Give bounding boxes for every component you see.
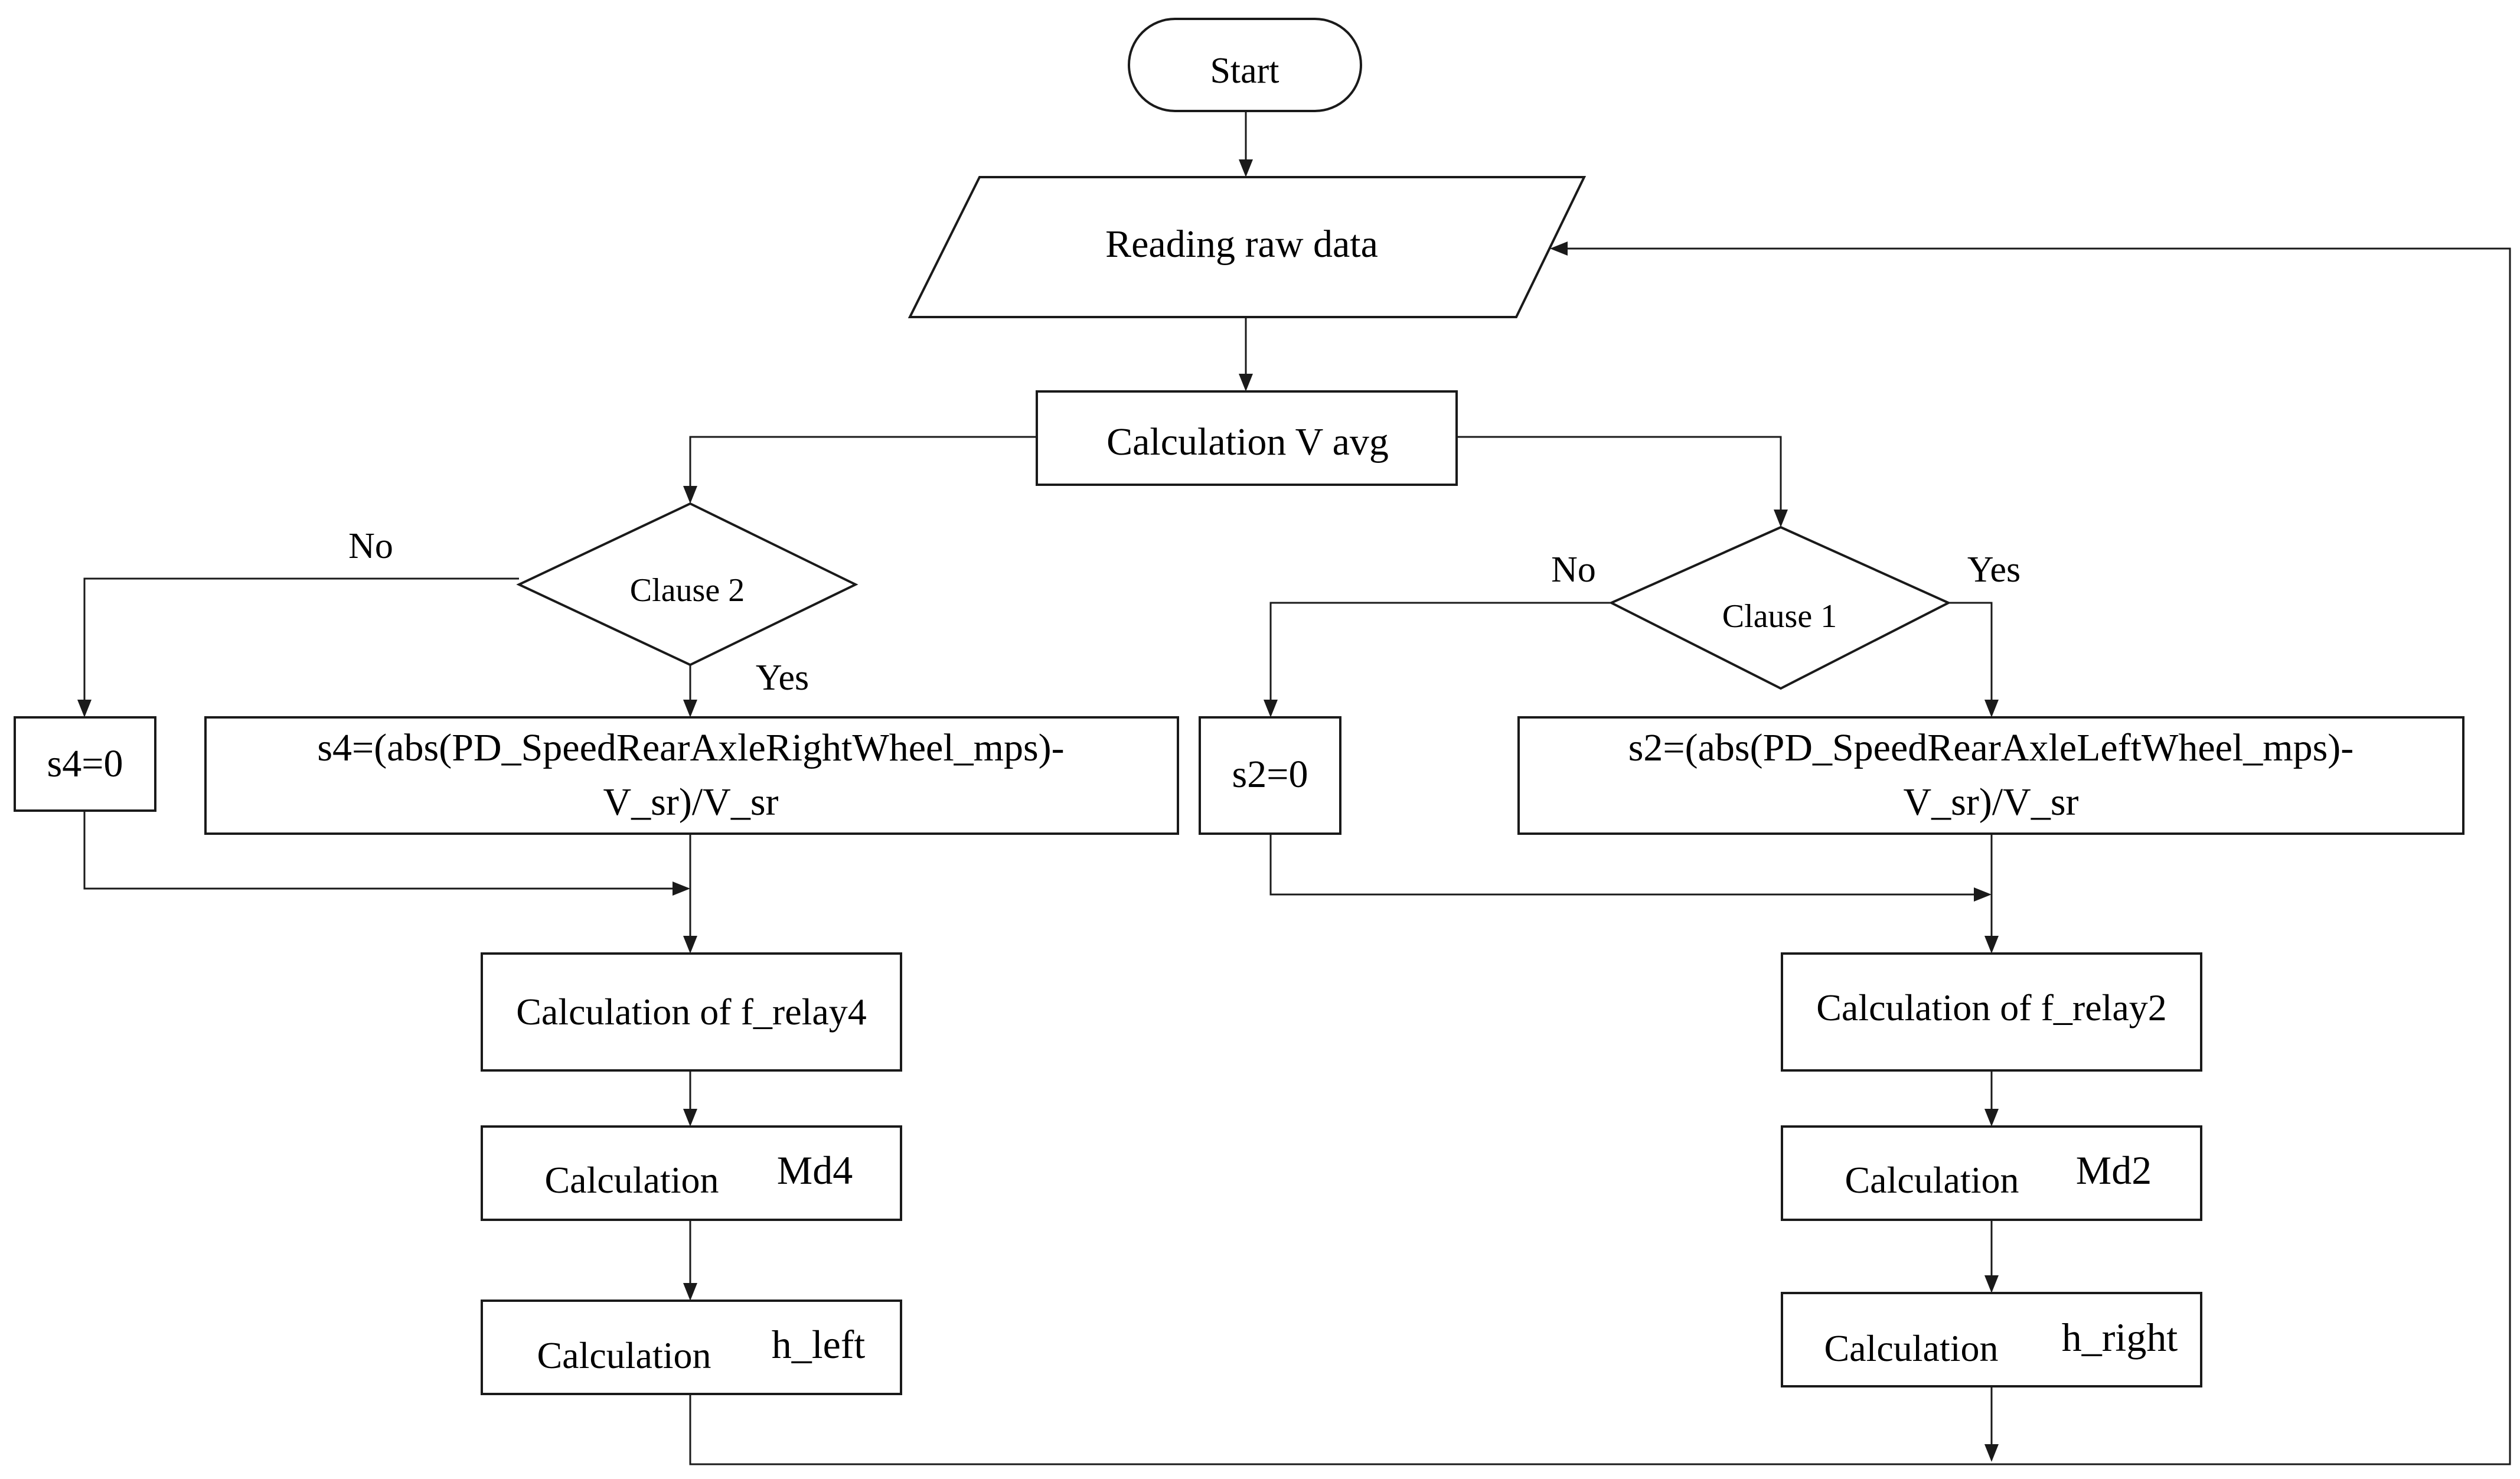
arrow-clause1-no [1269, 602, 1611, 702]
s2-formula-line2: V_sr)/V_sr [1904, 781, 2079, 824]
f-relay2-label: Calculation of f_relay2 [1816, 987, 2167, 1029]
clause2-label: Clause 2 [630, 572, 745, 609]
md4-value-label: Md4 [777, 1148, 853, 1193]
s4-formula-box [204, 716, 1179, 835]
arrow-vavg-to-clause1 [1457, 436, 1782, 512]
clause1-yes-label: Yes [1967, 550, 2020, 590]
start-label: Start [1210, 51, 1279, 91]
arrowhead [1239, 159, 1253, 177]
clause2-no-label: No [348, 526, 393, 566]
arrowhead [683, 1283, 697, 1301]
hleft-calc-label: Calculation [537, 1334, 711, 1376]
arrow-s2-zero-merge [1269, 834, 1976, 896]
md4-calc-label: Calculation [544, 1159, 719, 1201]
arrowhead [1974, 887, 1992, 902]
arrowhead [1984, 936, 1999, 954]
arrow-vavg-to-clause2 [689, 436, 1037, 488]
arrow-s4-zero-merge [83, 811, 675, 890]
arrowhead [1550, 241, 1568, 256]
s4-zero-box [14, 716, 156, 812]
arrowhead [673, 881, 690, 896]
hleft-value-label: h_left [772, 1322, 866, 1367]
s4-formula-line2: V_sr)/V_sr [603, 781, 779, 824]
arrowhead [77, 700, 92, 717]
arrow-clause2-no [83, 577, 519, 702]
arrow-loop-back-to-read [1565, 247, 2511, 1465]
arrowhead [683, 486, 697, 504]
clause1-no-label: No [1551, 550, 1596, 590]
f-relay2-box [1781, 952, 2202, 1072]
arrowhead [1984, 700, 1999, 717]
h-left-box [481, 1300, 902, 1395]
arrowhead [1774, 510, 1788, 527]
s4-zero-label: s4=0 [47, 742, 123, 785]
arrowhead [683, 700, 697, 717]
md2-box [1781, 1125, 2202, 1221]
h-right-box [1781, 1292, 2202, 1387]
s2-zero-box [1199, 716, 1341, 835]
s2-formula-line1: s2=(abs(PD_SpeedRearAxleLeftWheel_mps)- [1628, 726, 2354, 769]
arrow-hleft-loop [689, 1394, 1992, 1465]
hright-calc-label: Calculation [1824, 1327, 1998, 1369]
read-data-parallelogram [908, 176, 1587, 318]
arrowhead [683, 936, 697, 954]
clause1-label: Clause 1 [1722, 598, 1837, 635]
arrowhead [1264, 700, 1278, 717]
clause1-decision [1608, 525, 1951, 690]
md4-box [481, 1125, 902, 1221]
arrowhead [1984, 1275, 1999, 1293]
vavg-process-box [1036, 390, 1458, 486]
arrowhead [683, 1109, 697, 1127]
f-relay4-label: Calculation of f_relay4 [516, 991, 867, 1033]
arrowhead [1239, 374, 1253, 391]
vavg-label: Calculation V avg [1106, 420, 1389, 463]
clause2-yes-label: Yes [756, 658, 809, 698]
f-relay4-box [481, 952, 902, 1072]
arrow-clause1-yes [1948, 602, 1993, 702]
s2-formula-box [1517, 716, 2464, 835]
s2-zero-label: s2=0 [1232, 753, 1308, 796]
hright-value-label: h_right [2062, 1315, 2178, 1360]
arrowhead [1984, 1444, 1999, 1462]
s4-formula-line1: s4=(abs(PD_SpeedRearAxleRightWheel_mps)- [317, 726, 1064, 769]
md2-value-label: Md2 [2076, 1148, 2152, 1193]
arrowhead [1984, 1109, 1999, 1127]
read-label: Reading raw data [1105, 223, 1378, 266]
md2-calc-label: Calculation [1845, 1159, 2019, 1201]
